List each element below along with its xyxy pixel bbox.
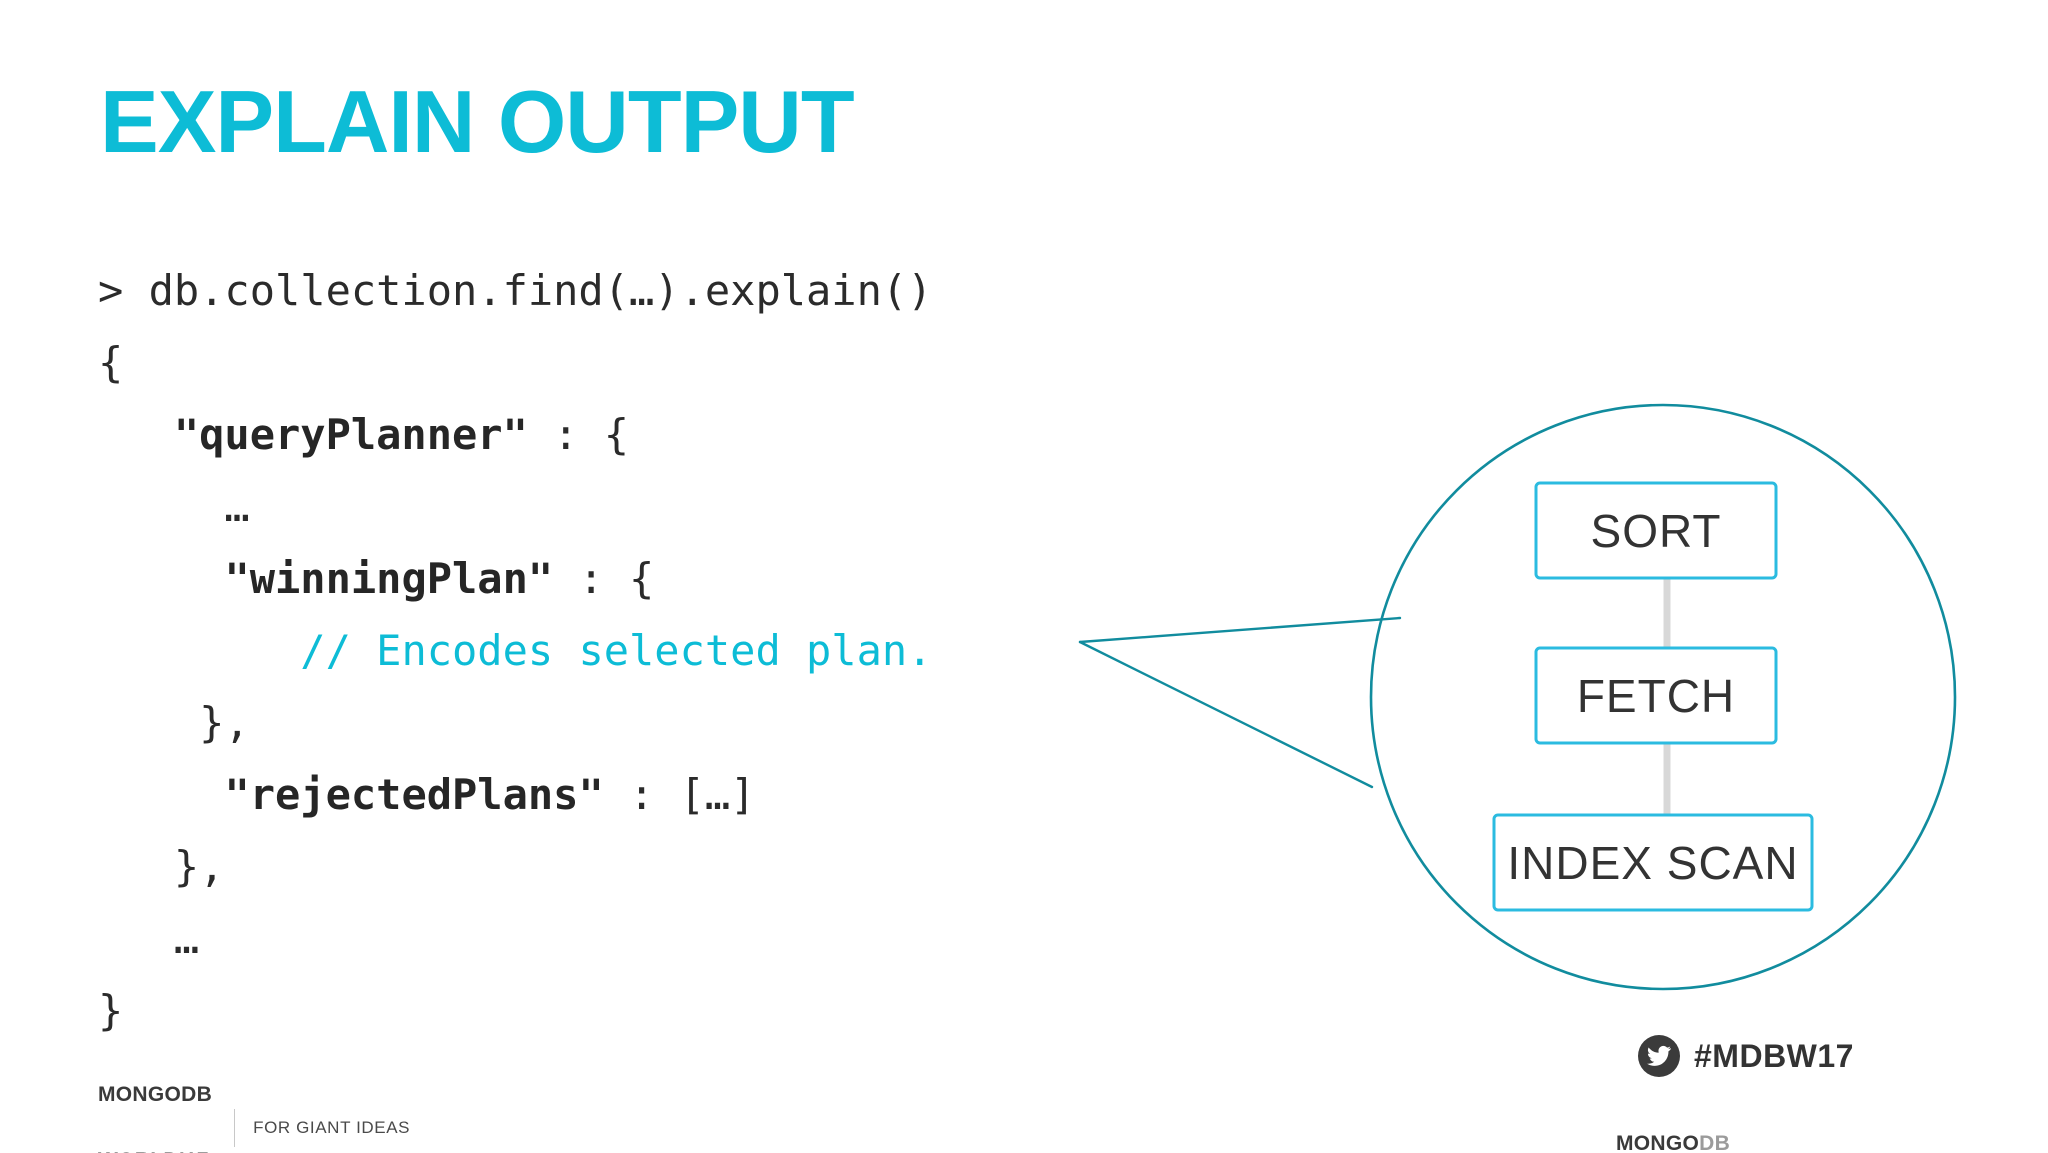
code-token-key: "rejectedPlans" — [224, 770, 604, 819]
code-token-plain: }, — [98, 842, 225, 891]
code-token-plain: : { — [527, 410, 630, 459]
plan-node-index-scan-box — [1492, 813, 1814, 912]
footer-right-block: #MDBW17 MONGODB WORLD’16 FOR GIANT IDEAS — [1616, 1035, 1976, 1153]
code-line: "winningPlan" : { — [98, 543, 932, 615]
hashtag-text: #MDBW17 — [1694, 1037, 1854, 1074]
plan-node-sort-label: SORT — [1591, 505, 1722, 557]
code-token-plain: : { — [553, 554, 655, 603]
plan-node-fetch[interactable]: FETCH — [1534, 646, 1778, 745]
callout-tail-icon — [1078, 616, 1402, 789]
code-token-plain — [98, 626, 300, 675]
plan-node-fetch-label: FETCH — [1577, 670, 1735, 722]
code-line: "rejectedPlans" : […] — [98, 759, 932, 831]
code-token-plain: { — [98, 338, 124, 387]
code-token-plain: … — [98, 482, 250, 531]
code-line: "queryPlanner" : { — [98, 399, 932, 471]
code-token-plain — [98, 410, 174, 459]
code-token-key: "winningPlan" — [224, 554, 554, 603]
query-plan-callout-diagram: SORT FETCH INDEX SCAN — [1060, 390, 1980, 1030]
wordmark16-line-1: MONGODB — [1616, 1133, 1730, 1153]
code-token-key: "queryPlanner" — [173, 410, 528, 459]
plan-node-sort[interactable]: SORT — [1534, 481, 1778, 580]
code-token-comment: // Encodes selected plan. — [300, 626, 933, 675]
wordmark-line-2: WORLD’17 — [98, 1150, 212, 1153]
plan-node-index-scan-label: INDEX SCAN — [1507, 837, 1798, 889]
code-line: … — [98, 903, 932, 975]
footer-left-logo: MONGODB WORLD’17 FOR GIANT IDEAS — [98, 1040, 410, 1153]
mongodb-world-17-wordmark: MONGODB WORLD’17 — [98, 1040, 212, 1153]
code-block: > db.collection.find(…).explain() { "quer… — [98, 255, 932, 1047]
wordmark16-mongo: MONGO — [1616, 1132, 1700, 1153]
twitter-icon — [1638, 1035, 1680, 1077]
code-line: { — [98, 327, 932, 399]
code-line: }, — [98, 687, 932, 759]
hashtag-row: #MDBW17 — [1616, 1035, 1976, 1077]
code-token-plain: … — [98, 914, 200, 963]
footer-right-logo: MONGODB WORLD’16 FOR GIANT IDEAS — [1616, 1089, 1976, 1153]
plan-node-fetch-box — [1534, 646, 1778, 745]
code-line: // Encodes selected plan. — [98, 615, 932, 687]
page-title: EXPLAIN OUTPUT — [100, 72, 855, 171]
code-token-plain — [98, 770, 224, 819]
mongodb-world-16-wordmark: MONGODB WORLD’16 — [1616, 1089, 1730, 1153]
code-line: } — [98, 975, 932, 1047]
code-line: }, — [98, 831, 932, 903]
plan-node-sort-box — [1534, 481, 1778, 580]
code-token-plain — [98, 554, 224, 603]
wordmark-line-1: MONGODB — [98, 1083, 213, 1106]
code-token-plain: } — [98, 986, 124, 1035]
code-line: > db.collection.find(…).explain() — [98, 255, 932, 327]
code-token-plain: }, — [98, 698, 250, 747]
plan-circle-outline — [1369, 403, 1957, 991]
plan-node-index-scan[interactable]: INDEX SCAN — [1492, 813, 1814, 912]
footer-left-tagline: FOR GIANT IDEAS — [253, 1118, 411, 1137]
code-token-plain: : […] — [603, 770, 756, 819]
code-line: … — [98, 471, 932, 543]
wordmark16-db: DB — [1699, 1132, 1731, 1153]
code-token-plain: > db.collection.find(…).explain() — [98, 266, 933, 315]
logo-divider — [234, 1109, 236, 1147]
